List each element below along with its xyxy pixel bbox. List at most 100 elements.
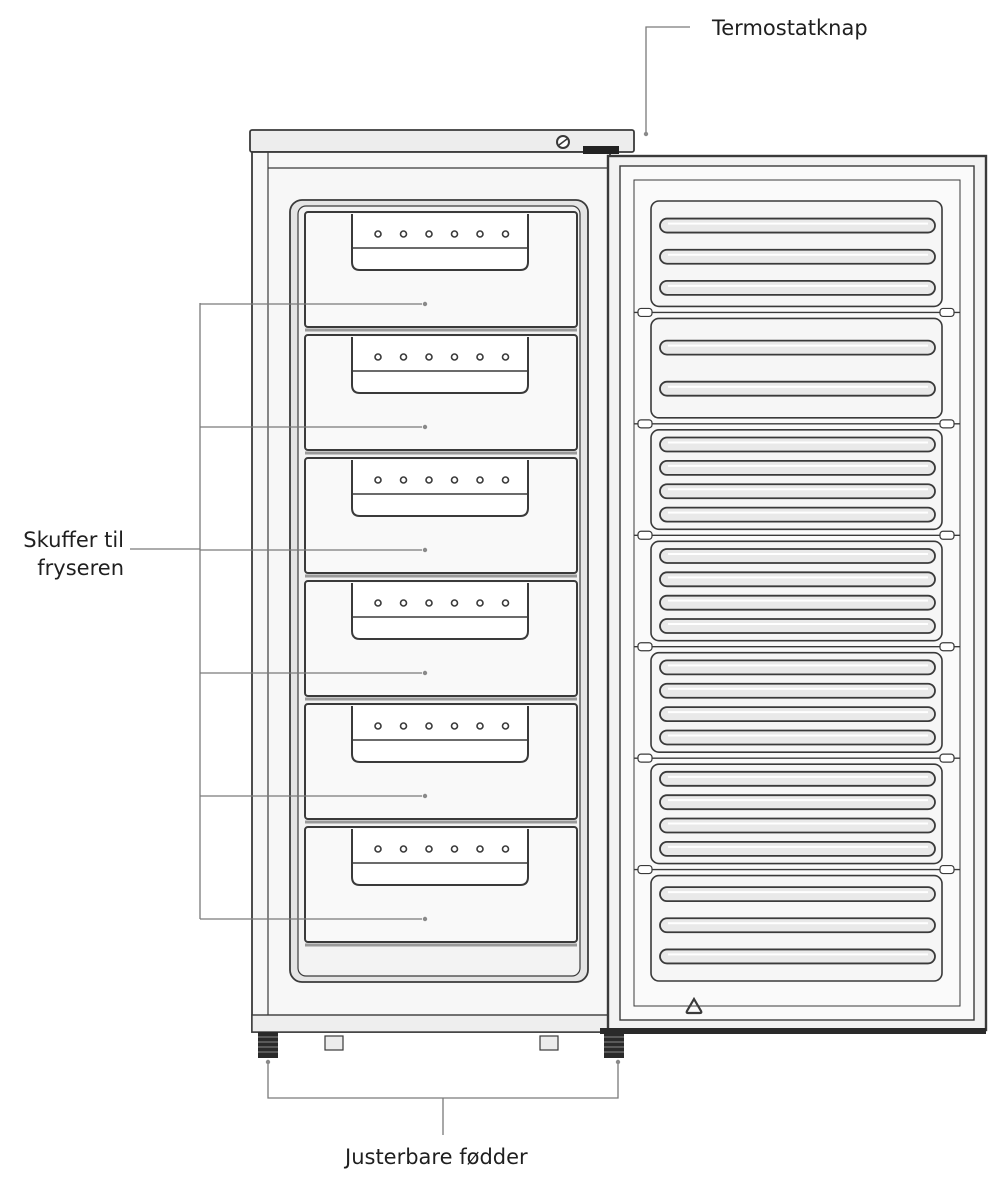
door-shelf-bar bbox=[659, 948, 936, 965]
handle-hole bbox=[399, 722, 408, 730]
shelf-clip-left bbox=[637, 864, 653, 875]
shelf-clip-left bbox=[637, 307, 653, 318]
handle-hole bbox=[425, 599, 433, 607]
leader-feet-bracket bbox=[267, 1062, 619, 1099]
drawer-callout-dot bbox=[422, 547, 428, 553]
freezer-door bbox=[600, 154, 988, 1034]
shelf-clip-right bbox=[939, 530, 955, 540]
top-cover bbox=[249, 129, 635, 153]
door-shelf-bar bbox=[659, 886, 936, 903]
leader-thermostat-dot bbox=[643, 131, 649, 137]
handle-hole bbox=[399, 845, 408, 853]
handle-hole bbox=[374, 599, 382, 607]
shelf-clip-left bbox=[637, 419, 653, 429]
leader-foot-dot bbox=[265, 1059, 271, 1065]
drawer-callout-dot bbox=[422, 670, 428, 676]
recycle-triangle-icon bbox=[685, 996, 703, 1015]
handle-hole bbox=[476, 476, 484, 484]
handle-hole bbox=[450, 230, 459, 238]
handle-hole bbox=[501, 230, 510, 238]
label-freezer-drawers-line1: Skuffer til bbox=[23, 528, 124, 552]
handle-hole bbox=[476, 845, 484, 853]
door-shelf-bar bbox=[659, 618, 936, 634]
door-shelf-bar bbox=[659, 706, 936, 723]
door-shelf-bar bbox=[659, 917, 936, 934]
door-shelf-bar bbox=[659, 436, 936, 453]
door-shelf-panel-2 bbox=[650, 317, 943, 419]
label-thermostat-knob: Termostatknap bbox=[712, 16, 868, 40]
drawer-callout-dot bbox=[422, 793, 428, 799]
door-shelf-bar bbox=[659, 248, 936, 265]
base-strip bbox=[251, 1014, 611, 1033]
door-shelf-bar bbox=[659, 817, 936, 834]
handle-hole bbox=[374, 476, 382, 484]
base-wheel-right bbox=[539, 1035, 559, 1051]
adjustable-foot-2 bbox=[604, 1032, 624, 1058]
handle-hole bbox=[399, 230, 408, 238]
door-shelf-panel-5 bbox=[650, 651, 943, 753]
label-freezer-drawers-line2: fryseren bbox=[37, 556, 124, 580]
door-shelf-bar bbox=[659, 339, 936, 356]
handle-hole bbox=[399, 599, 408, 607]
freezer-drawers bbox=[304, 211, 578, 947]
shelf-clip-right bbox=[939, 753, 955, 763]
door-shelf-bar bbox=[659, 548, 936, 564]
door-shelf-panel-4 bbox=[650, 540, 943, 642]
door-shelf-panel-3 bbox=[650, 429, 943, 531]
door-shelf-bar bbox=[659, 483, 936, 500]
door-shelf-bar bbox=[659, 840, 936, 857]
handle-hole bbox=[374, 722, 382, 730]
handle-hole bbox=[501, 476, 510, 484]
handle-hole bbox=[374, 353, 382, 361]
door-shelf-bar bbox=[659, 506, 936, 523]
handle-hole bbox=[374, 845, 382, 853]
door-shelf-bar bbox=[659, 279, 936, 296]
handle-hole bbox=[450, 476, 459, 484]
drawer-handle bbox=[351, 460, 529, 517]
handle-hole bbox=[450, 353, 459, 361]
handle-hole bbox=[476, 599, 484, 607]
door-bottom-hinge bbox=[600, 1028, 986, 1034]
handle-hole bbox=[501, 845, 510, 853]
door-shelf-bar bbox=[659, 682, 936, 699]
leader-thermostat bbox=[645, 26, 690, 132]
drawer-handle bbox=[351, 583, 529, 640]
handle-hole bbox=[425, 722, 433, 730]
drawer-handle bbox=[351, 829, 529, 886]
handle-hole bbox=[476, 722, 484, 730]
handle-hole bbox=[399, 353, 408, 361]
hinge-top bbox=[583, 146, 619, 154]
handle-hole bbox=[501, 722, 510, 730]
shelf-clip-left bbox=[637, 753, 653, 763]
handle-hole bbox=[501, 353, 510, 361]
door-shelf-panel-6 bbox=[650, 763, 943, 865]
handle-hole bbox=[425, 845, 433, 853]
door-shelf-bar bbox=[659, 217, 936, 234]
drawer-handle bbox=[351, 337, 529, 394]
door-shelf-bar bbox=[659, 770, 936, 787]
shelf-clip-right bbox=[939, 307, 955, 318]
shelf-clip-right bbox=[939, 864, 955, 875]
door-shelf-bar bbox=[659, 729, 936, 746]
door-shelf-bar bbox=[659, 794, 936, 811]
door-shelf-bar bbox=[659, 594, 936, 611]
shelf-clip-right bbox=[939, 642, 955, 652]
label-adjustable-feet: Justerbare fødder bbox=[345, 1145, 528, 1169]
shelf-clip-left bbox=[637, 530, 653, 540]
handle-hole bbox=[425, 353, 433, 361]
label-freezer-drawers: Skuffer til fryseren bbox=[4, 526, 124, 582]
door-shelf-bar bbox=[659, 659, 936, 676]
handle-hole bbox=[425, 230, 433, 238]
drawer-callout-dot bbox=[422, 424, 428, 430]
drawer-callout-dot bbox=[422, 916, 428, 922]
leader-foot-dot bbox=[615, 1059, 621, 1065]
handle-hole bbox=[476, 353, 484, 361]
door-shelf-bar bbox=[659, 380, 936, 397]
shelf-clip-right bbox=[939, 419, 955, 429]
shelf-clip-left bbox=[637, 642, 653, 652]
drawer-handle bbox=[351, 706, 529, 763]
handle-hole bbox=[425, 476, 433, 484]
thermostat-knob-mark bbox=[558, 138, 568, 146]
